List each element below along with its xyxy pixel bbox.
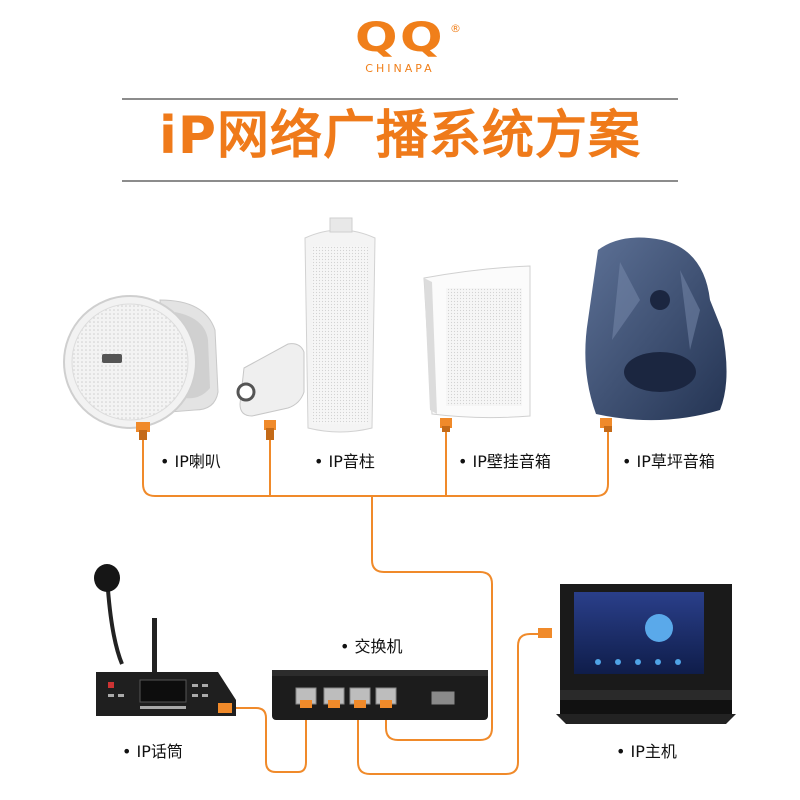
label-lawn-speaker: • IP草坪音箱 — [622, 452, 715, 471]
cable-ceiling-speaker — [142, 431, 609, 497]
label-paging-mic: • IP话筒 — [122, 742, 183, 761]
brand-logo-mark: QQ — [354, 15, 446, 61]
label-switch: • 交换机 — [340, 637, 403, 656]
page-title: iP网络广播系统方案 — [159, 106, 641, 166]
cable-host — [357, 633, 541, 775]
title-bottom-rule — [122, 180, 678, 182]
ceiling-speaker — [63, 295, 219, 440]
network-cables — [142, 431, 609, 775]
host-console — [538, 584, 736, 724]
brand-logo: QQ — [0, 18, 800, 58]
network-switch — [272, 670, 488, 720]
label-wall-speaker: • IP壁挂音箱 — [458, 452, 551, 471]
wall-speaker — [423, 265, 531, 432]
label-host: • IP主机 — [616, 742, 677, 761]
title-top-rule — [122, 98, 678, 100]
column-speaker — [236, 217, 376, 440]
registered-mark: ® — [450, 22, 461, 35]
label-column-speaker: • IP音柱 — [314, 452, 375, 471]
cable-bus-down — [371, 495, 493, 741]
brand-subtitle: CHINAPA — [365, 62, 435, 75]
lawn-speaker — [585, 237, 727, 432]
label-ceiling-speaker: • IP喇叭 — [160, 452, 221, 471]
cable-paging-mic — [231, 707, 307, 773]
paging-microphone — [94, 564, 236, 716]
